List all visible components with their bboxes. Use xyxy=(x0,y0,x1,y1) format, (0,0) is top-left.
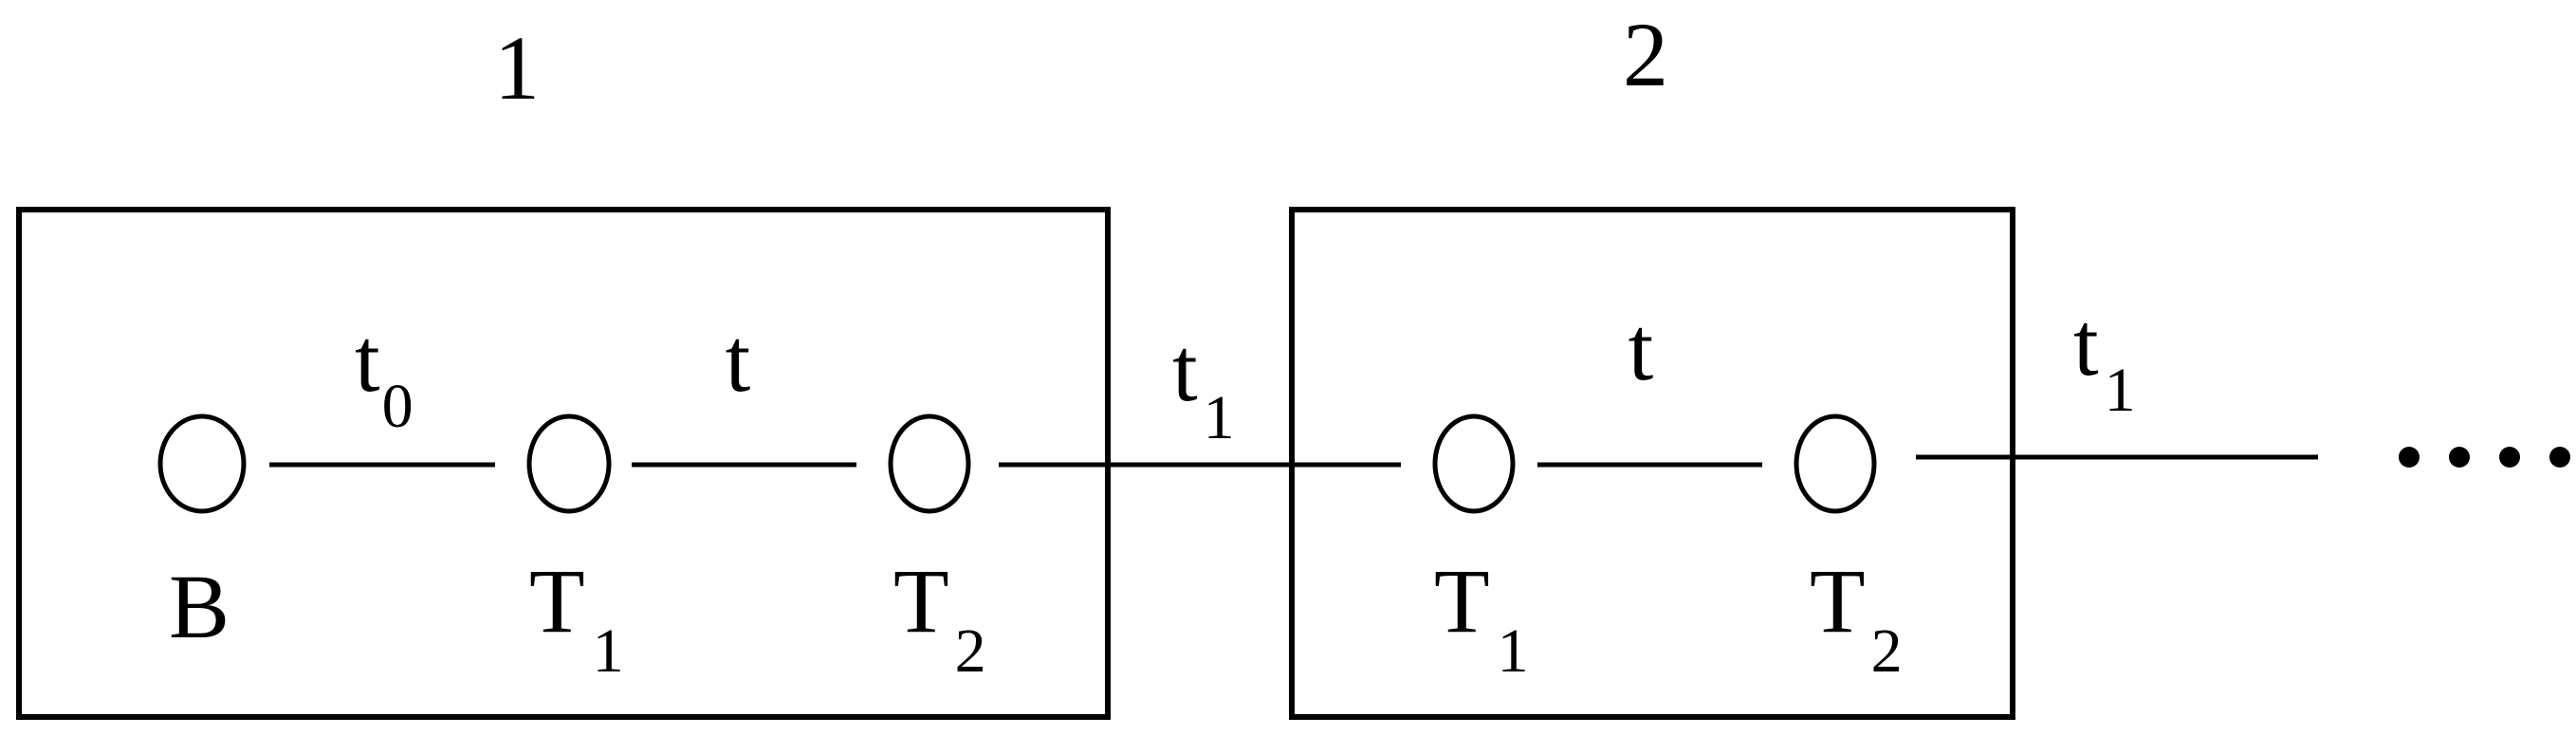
bond-label-t1-next: t1 xyxy=(2073,293,2136,425)
node-b-circle xyxy=(157,413,247,514)
continuation-dots xyxy=(2399,447,2570,468)
cell-2-label: 2 xyxy=(1623,4,1668,105)
node-t2-label: T2 xyxy=(893,550,986,686)
bond-label-t1-between: t1 xyxy=(1172,319,1235,452)
cell-1-label: 1 xyxy=(494,17,540,119)
node-b-label: B xyxy=(169,556,230,657)
node-t1-circle xyxy=(526,413,612,514)
bond-label-t0: t0 xyxy=(355,309,414,441)
bond-label-t-cell1: t xyxy=(726,309,751,411)
node-t2-cell2-label: T2 xyxy=(1810,550,1903,686)
node-t1-cell2-circle xyxy=(1432,413,1516,514)
node-t2-cell2-circle xyxy=(1794,413,1877,514)
node-t2-circle xyxy=(888,413,971,514)
bond-label-t-cell2: t xyxy=(1628,298,1654,399)
